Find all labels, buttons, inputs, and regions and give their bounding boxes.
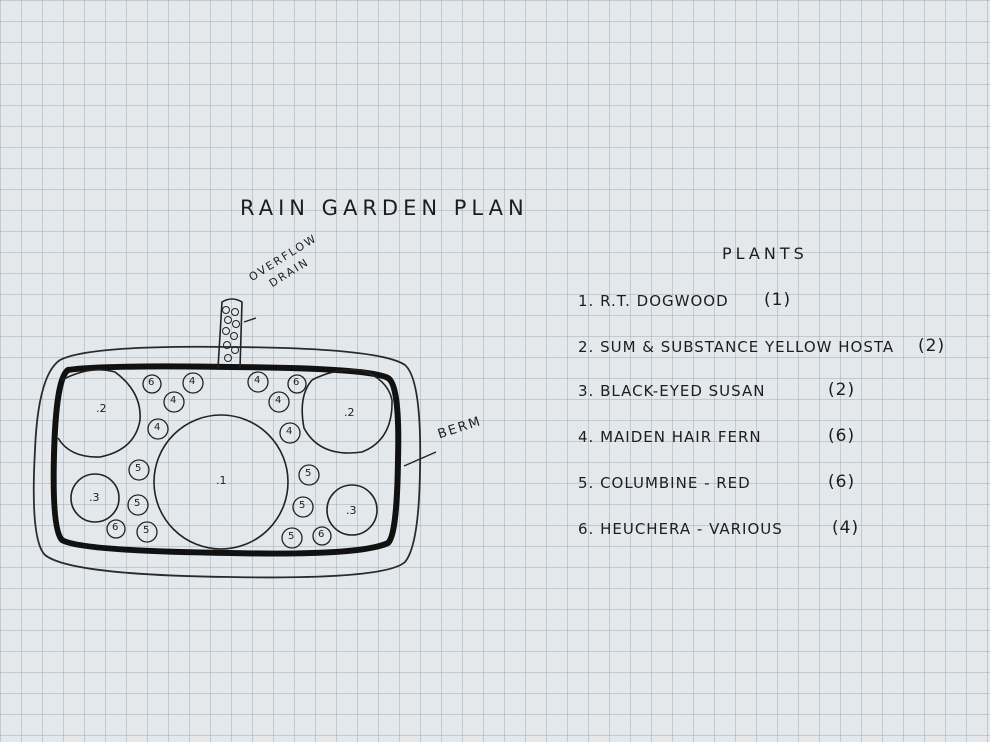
hosta-circle-left [57,369,141,458]
columbine-circle [127,494,149,516]
plant-name: 5. COLUMBINE - RED [578,474,751,492]
list-item: 5. COLUMBINE - RED (6) [578,472,854,492]
marker-columbine: 5 [299,500,306,511]
fern-circle [247,371,269,393]
marker-heuchera: 6 [293,377,300,388]
berm-pointer [403,451,437,467]
marker-heuchera: 6 [112,522,119,533]
marker-fern: 4 [286,426,293,437]
drain-gravel [222,306,240,362]
marker-heuchera: 6 [318,529,325,540]
plants-heading: PLANTS [722,244,808,263]
columbine-circle [292,496,314,518]
list-item: 4. MAIDEN HAIR FERN (6) [578,426,854,446]
marker-dogwood: .1 [216,474,227,487]
marker-fern: 4 [170,395,177,406]
marker-fern: 4 [254,375,261,386]
heuchera-circle [312,526,332,546]
marker-heuchera: 6 [148,377,155,388]
list-item: 6. HEUCHERA - VARIOUS (4) [578,518,858,538]
marker-fern: 4 [154,422,161,433]
dogwood-circle [153,414,289,550]
heuchera-circle [142,374,162,394]
page-title: RAIN GARDEN PLAN [240,196,529,220]
marker-fern: 4 [189,376,196,387]
plant-quantity: (2) [918,336,946,356]
marker-columbine: 5 [288,531,295,542]
columbine-circle [136,521,158,543]
columbine-circle [298,464,320,486]
overflow-drain [217,298,243,369]
plant-name: 4. MAIDEN HAIR FERN [578,428,762,446]
fern-circle [182,372,204,394]
fern-circle [147,418,169,440]
list-item: 2. SUM & SUBSTANCE YELLOW HOSTA (2) [578,336,944,356]
marker-susan-left: .3 [89,491,100,504]
marker-columbine: 5 [143,525,150,536]
list-item: 3. BLACK-EYED SUSAN (2) [578,380,854,400]
plant-quantity: (6) [828,426,856,446]
marker-susan-right: .3 [346,504,357,517]
plant-quantity: (4) [832,518,860,538]
marker-columbine: 5 [135,463,142,474]
berm-outline [32,345,422,579]
columbine-circle [128,459,150,481]
marker-hosta-left: .2 [96,402,107,415]
heuchera-circle [287,374,307,394]
columbine-circle [281,527,303,549]
plant-name: 2. SUM & SUBSTANCE YELLOW HOSTA [578,338,895,356]
susan-circle-left [70,473,120,523]
plant-name: 3. BLACK-EYED SUSAN [578,382,766,400]
fern-circle [279,422,301,444]
marker-columbine: 5 [305,468,312,479]
marker-hosta-right: .2 [344,406,355,419]
plant-quantity: (2) [828,380,856,400]
hosta-circle-right [301,368,393,454]
heuchera-circle [106,519,126,539]
plant-name: 6. HEUCHERA - VARIOUS [578,520,783,538]
garden-edge [50,363,402,557]
overflow-pointer [243,317,257,323]
list-item: 1. R.T. DOGWOOD (1) [578,290,790,310]
fern-circle [163,391,185,413]
marker-fern: 4 [275,395,282,406]
susan-circle-right [326,484,378,536]
plant-name: 1. R.T. DOGWOOD [578,292,729,310]
marker-columbine: 5 [134,498,141,509]
fern-circle [268,391,290,413]
plant-quantity: (1) [764,290,792,310]
plant-quantity: (6) [828,472,856,492]
